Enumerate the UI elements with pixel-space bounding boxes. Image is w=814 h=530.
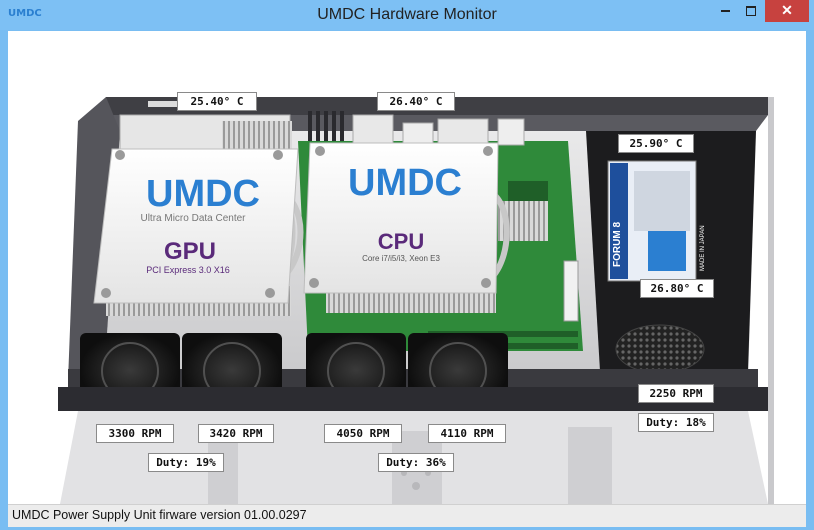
cpu-name-text: CPU [378, 229, 424, 254]
minimize-icon [720, 9, 730, 12]
center-fans-duty: Duty: 36% [378, 453, 454, 472]
gpu-temperature: 25.40° C [177, 92, 257, 111]
gpu-logo-text: UMDC [146, 173, 260, 215]
psu-fan-duty: Duty: 18% [638, 413, 714, 432]
gpu-subtitle-text: PCI Express 3.0 X16 [146, 265, 230, 275]
close-button[interactable]: ✕ [765, 0, 809, 22]
fan1-rpm: 3300 RPM [96, 424, 174, 443]
maximize-icon [746, 5, 756, 16]
window-title: UMDC Hardware Monitor [317, 6, 497, 23]
close-icon: ✕ [781, 2, 793, 18]
fan3-rpm: 4050 RPM [324, 424, 402, 443]
title-bar[interactable]: UMDC UMDC Hardware Monitor ✕ [0, 0, 814, 30]
cpu-subtitle-text: Core i7/i5/i3, Xeon E3 [362, 254, 440, 263]
psu-side-text: MADE IN JAPAN [700, 225, 706, 271]
psu-fan-grill [615, 324, 705, 374]
psu-bottom-temperature: 26.80° C [640, 279, 714, 298]
minimize-button[interactable] [712, 0, 738, 22]
app-logo-icon: UMDC [8, 8, 42, 19]
left-fans-duty: Duty: 19% [148, 453, 224, 472]
firmware-version-text: UMDC Power Supply Unit firware version 0… [12, 508, 307, 522]
fan2-rpm: 3420 RPM [198, 424, 274, 443]
fan4-rpm: 4110 RPM [428, 424, 506, 443]
status-bar: UMDC Power Supply Unit firware version 0… [8, 504, 806, 527]
cpu-temperature: 26.40° C [377, 92, 455, 111]
maximize-button[interactable] [738, 0, 764, 22]
gpu-cooler-cover [93, 148, 299, 304]
chassis-illustration: UMDC Ultra Micro Data Center GPU PCI Exp… [58, 97, 774, 504]
psu-fan-rpm: 2250 RPM [638, 384, 714, 403]
psu-brand-text: FORUM 8 [612, 222, 623, 267]
cpu-logo-text: UMDC [348, 162, 462, 204]
cpu-cooler-cover [303, 142, 499, 294]
gpu-tagline: Ultra Micro Data Center [140, 213, 246, 224]
hardware-view: UMDC Ultra Micro Data Center GPU PCI Exp… [8, 31, 806, 504]
gpu-name-text: GPU [164, 238, 216, 265]
psu-top-temperature: 25.90° C [618, 134, 694, 153]
